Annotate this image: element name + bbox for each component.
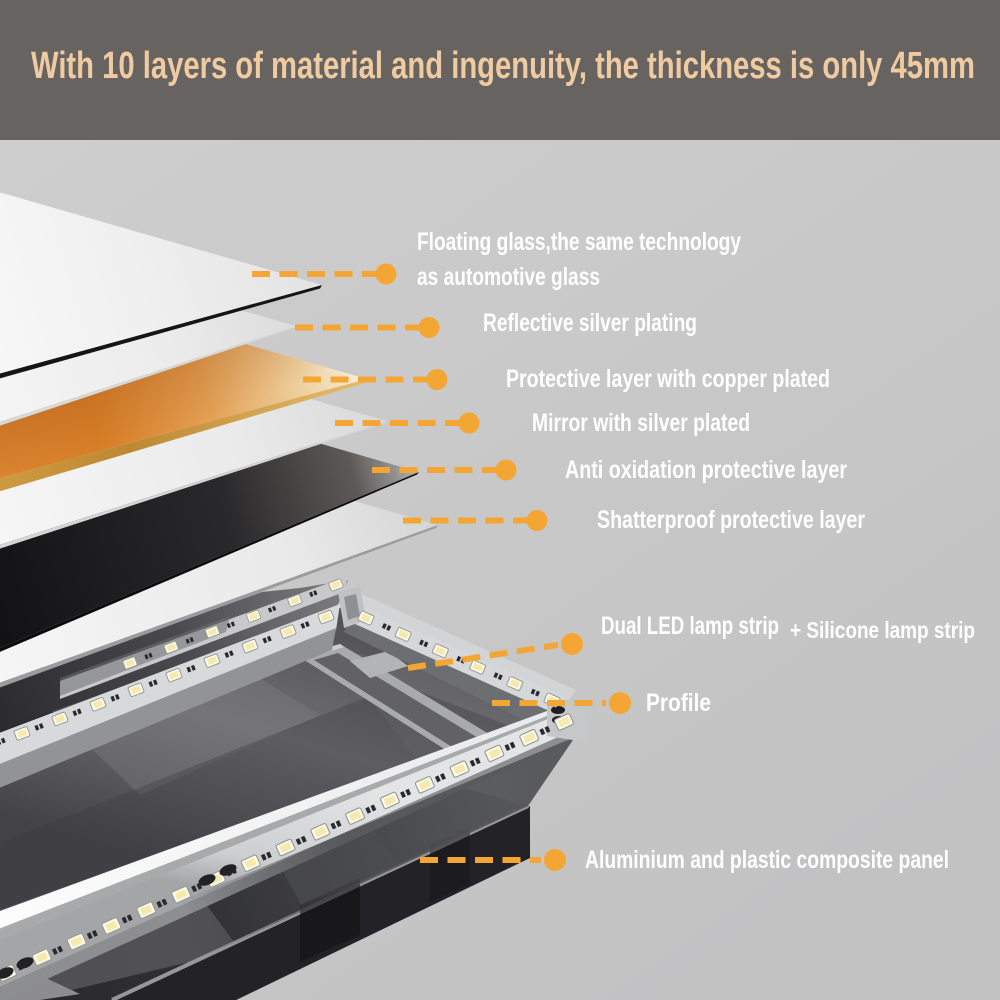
svg-text:Aluminium and plastic composit: Aluminium and plastic composite panel	[585, 846, 949, 874]
svg-text:Shatterproof protective layer: Shatterproof protective layer	[597, 506, 865, 534]
svg-text:+ Silicone lamp strip: + Silicone lamp strip	[790, 617, 975, 643]
svg-text:With 10 layers of material and: With 10 layers of material and ingenuity…	[31, 45, 975, 87]
svg-text:Protective layer with copper p: Protective layer with copper plated	[506, 365, 830, 393]
svg-text:Reflective silver plating: Reflective silver plating	[483, 309, 697, 337]
svg-text:Floating glass,the same techno: Floating glass,the same technology	[417, 228, 741, 256]
svg-text:Anti oxidation protective laye: Anti oxidation protective layer	[565, 456, 847, 484]
svg-text:as automotive glass: as automotive glass	[417, 263, 600, 291]
svg-text:Dual LED lamp strip: Dual LED lamp strip	[601, 612, 779, 640]
svg-text:Mirror with silver plated: Mirror with silver plated	[532, 409, 750, 437]
svg-text:Profile: Profile	[646, 689, 711, 717]
